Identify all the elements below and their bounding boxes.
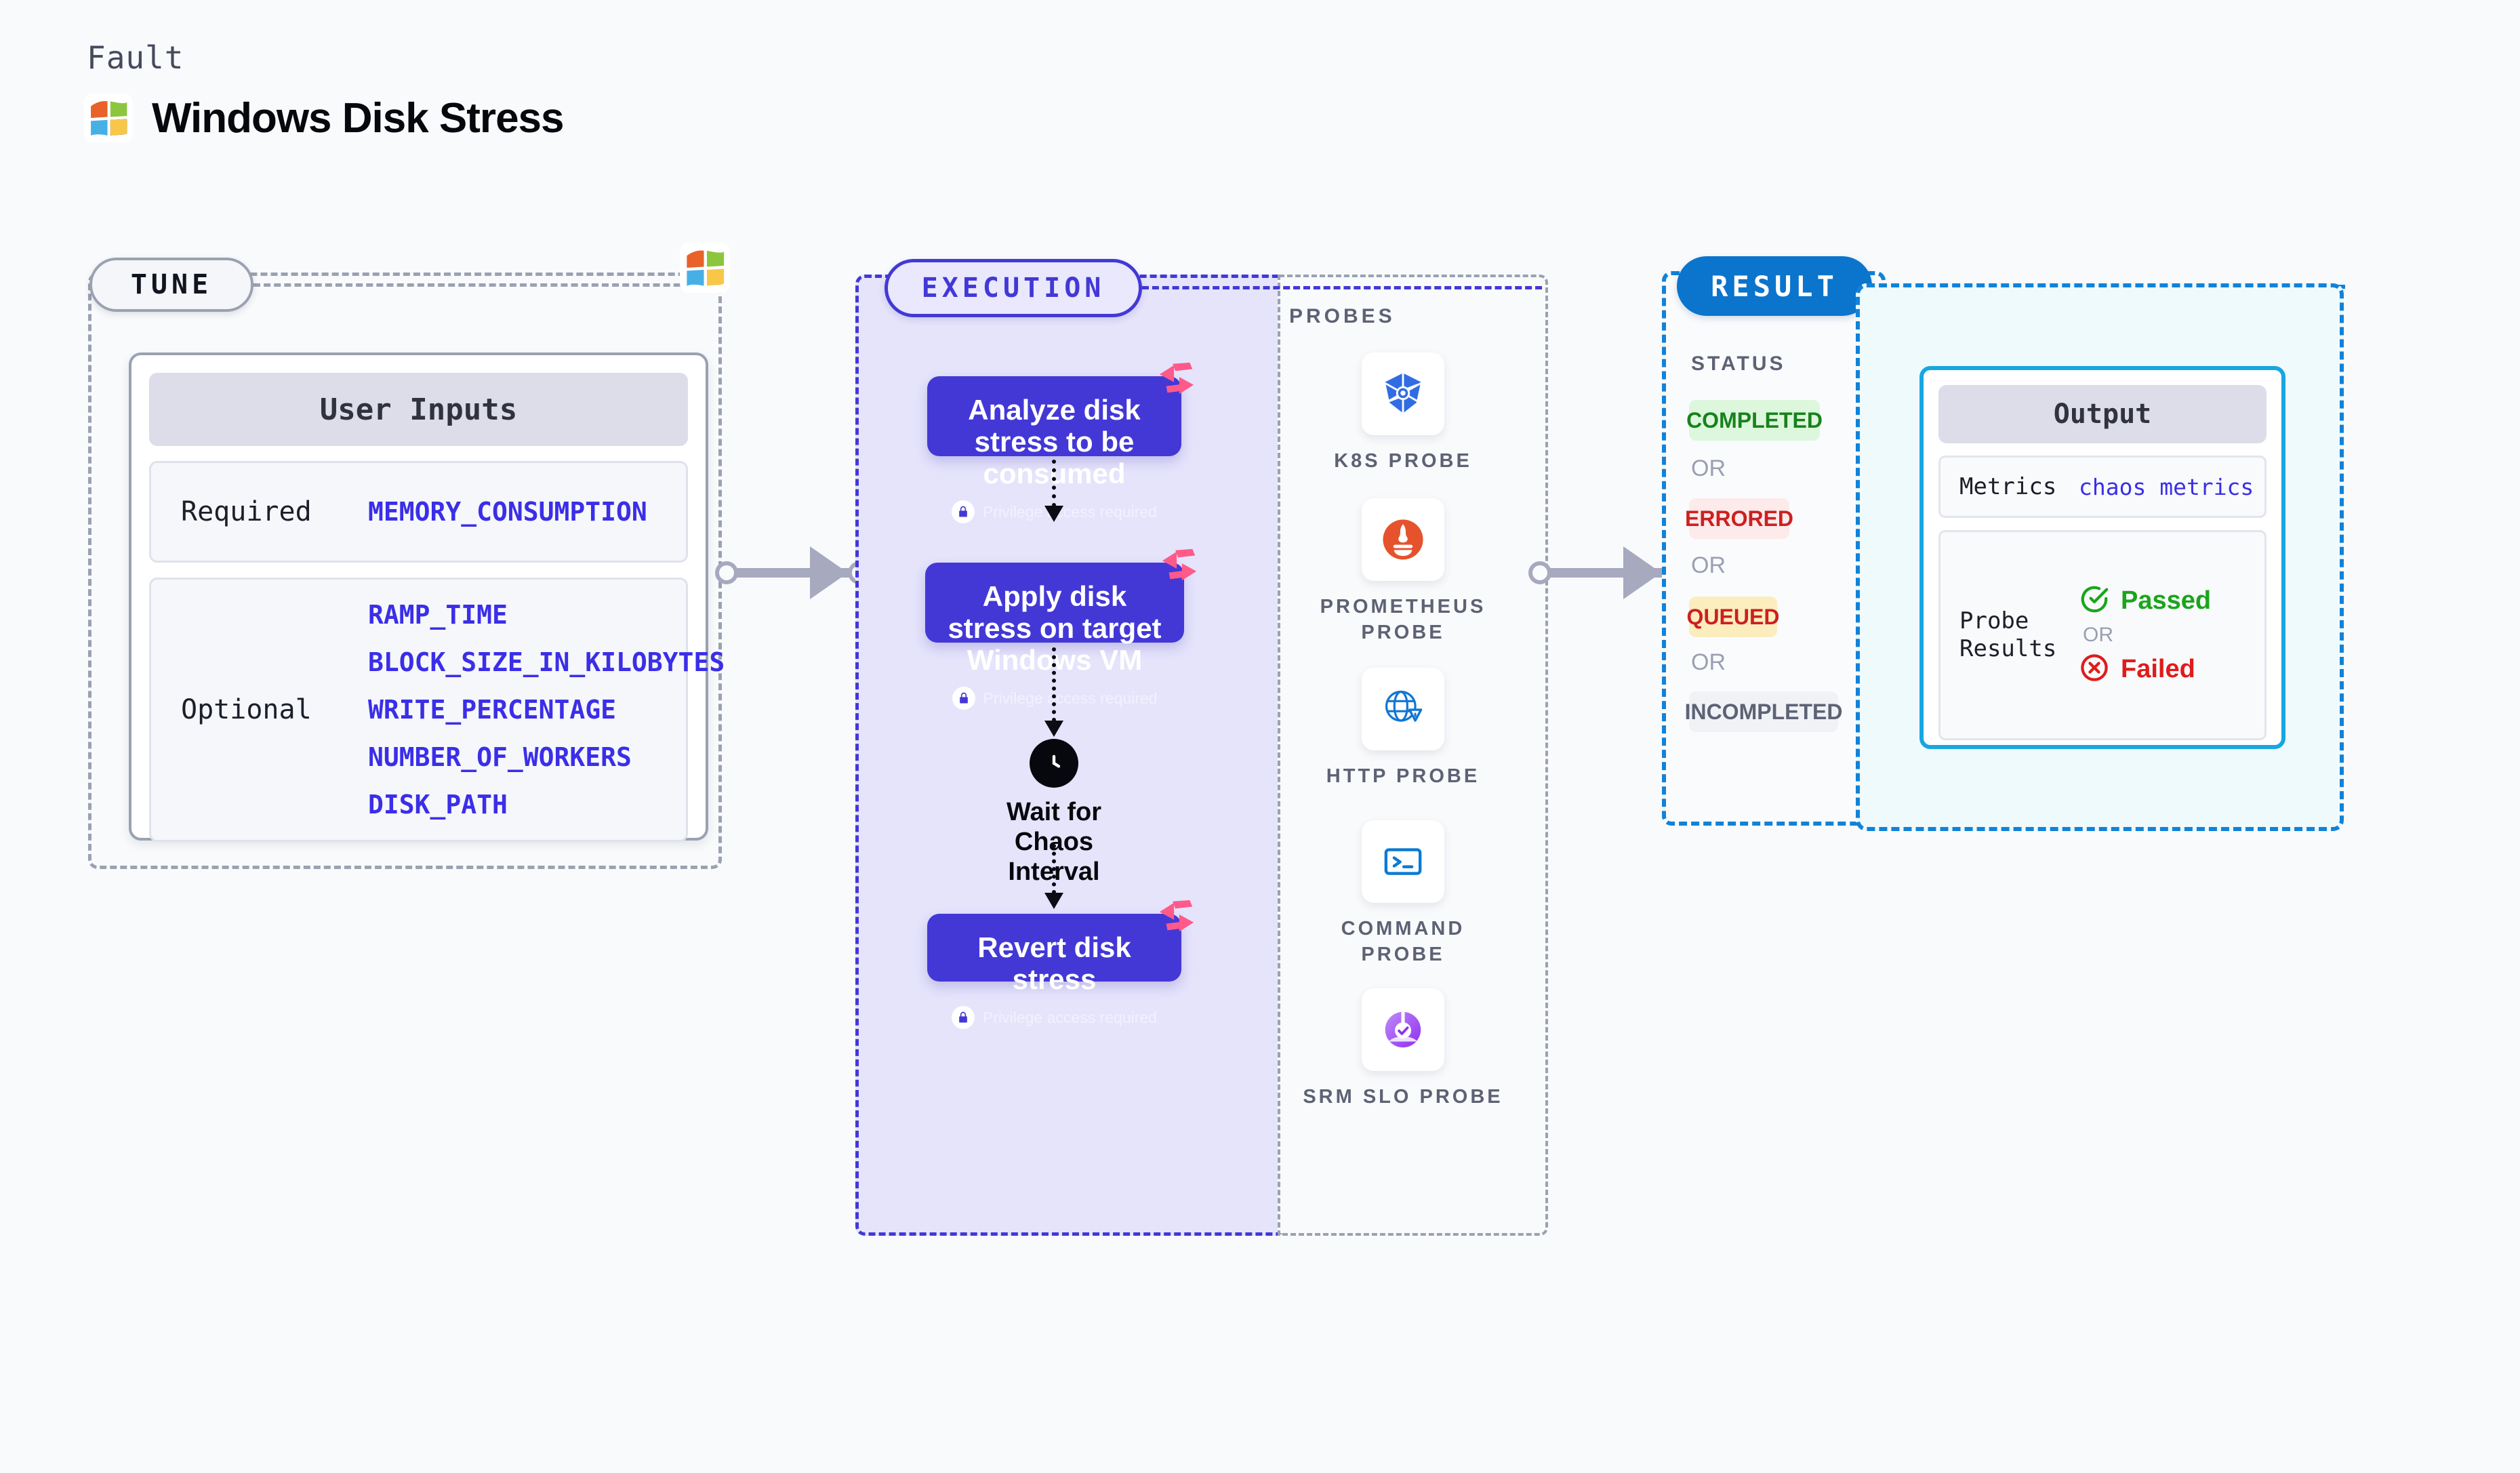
input-row-key: Optional	[181, 694, 312, 725]
probe-result-passed: Passed	[2079, 584, 2211, 618]
lock-icon	[952, 1006, 975, 1030]
status-badge-completed: COMPLETED	[1686, 400, 1823, 441]
passed-label: Passed	[2121, 586, 2212, 615]
or-separator: OR	[1691, 649, 1726, 675]
input-row-optional: Optional RAMP_TIME BLOCK_SIZE_IN_KILOBYT…	[149, 578, 725, 842]
execution-step-card[interactable]: Apply disk stress on target Windows VM P…	[925, 548, 1197, 710]
probe-label: SRM SLO PROBE	[1303, 1086, 1503, 1108]
probes-heading: PROBES	[1289, 305, 1396, 327]
x-circle-icon	[2079, 652, 2110, 687]
tune-stage-badge[interactable]: TUNE	[89, 258, 253, 312]
probe-item-http[interactable]: HTTP PROBE	[1301, 668, 1505, 790]
execution-lead-line	[1142, 286, 1542, 289]
probe-item-k8s[interactable]: K8S PROBE	[1301, 352, 1505, 475]
tune-lead-line	[253, 283, 701, 287]
failed-label: Failed	[2121, 655, 2195, 683]
probe-item-prometheus[interactable]: PROMETHEUS PROBE	[1301, 498, 1505, 645]
status-badge-queued: QUEUED	[1687, 597, 1779, 637]
probe-label: PROMETHEUS PROBE	[1320, 596, 1486, 643]
output-metrics-value[interactable]: chaos metrics	[2079, 473, 2254, 500]
or-separator: OR	[1691, 552, 1726, 578]
input-row-values: RAMP_TIME BLOCK_SIZE_IN_KILOBYTES WRITE_…	[368, 600, 725, 820]
result-stage-badge[interactable]: RESULT	[1677, 256, 1872, 316]
page-title: Windows Disk Stress	[152, 94, 565, 142]
litmus-ribbon-icon	[1160, 546, 1199, 589]
execution-step-card[interactable]: Revert disk stress Privilege access requ…	[927, 900, 1194, 1030]
input-param[interactable]: NUMBER_OF_WORKERS	[368, 742, 632, 772]
output-row-probe-results: Probe Results Passed OR	[1938, 530, 2267, 740]
windows-logo-icon	[84, 94, 133, 142]
flow-arrow	[1044, 647, 1063, 737]
input-row-values: MEMORY_CONSUMPTION	[368, 497, 647, 527]
input-param[interactable]: WRITE_PERCENTAGE	[368, 695, 617, 725]
page-title-row: Windows Disk Stress	[84, 94, 565, 142]
lock-icon	[952, 500, 975, 524]
output-row-key: Probe Results	[1959, 607, 2057, 662]
srm-slo-icon	[1362, 988, 1444, 1071]
step-title: Revert disk stress	[977, 931, 1131, 996]
status-badge-errored: ERRORED	[1685, 498, 1793, 539]
windows-logo-icon-tune	[680, 243, 730, 293]
or-separator: OR	[2083, 624, 2113, 646]
lock-icon	[952, 687, 975, 710]
flow-arrow	[1044, 844, 1063, 909]
terminal-icon	[1362, 820, 1444, 903]
check-circle-icon	[2079, 584, 2110, 618]
user-inputs-title: User Inputs	[149, 373, 688, 446]
step-title: Analyze disk stress to be consumed	[968, 394, 1141, 490]
status-heading: STATUS	[1691, 352, 1786, 375]
connector-tune-to-execution	[715, 542, 872, 603]
step-privilege-note: Privilege access required	[948, 1006, 1161, 1030]
input-row-required: Required MEMORY_CONSUMPTION	[149, 461, 688, 563]
page-eyebrow: Fault	[87, 39, 184, 76]
input-param[interactable]: MEMORY_CONSUMPTION	[368, 497, 647, 527]
input-param[interactable]: DISK_PATH	[368, 790, 508, 820]
step-privilege-note: Privilege access required	[946, 687, 1164, 710]
input-row-key: Required	[181, 496, 312, 527]
input-param[interactable]: RAMP_TIME	[368, 600, 508, 630]
privilege-text: Privilege access required	[983, 1008, 1157, 1026]
user-inputs-card: User Inputs Required MEMORY_CONSUMPTION …	[129, 352, 725, 842]
privilege-text: Privilege access required	[983, 689, 1158, 707]
output-card: Output Metrics chaos metrics Probe Resul…	[1919, 366, 2285, 749]
clock-icon	[1030, 739, 1078, 788]
kubernetes-icon	[1362, 352, 1444, 435]
output-card-title: Output	[1938, 385, 2267, 443]
output-row-metrics: Metrics chaos metrics	[1938, 456, 2267, 518]
probe-label: K8S PROBE	[1334, 450, 1472, 472]
probe-item-command[interactable]: COMMAND PROBE	[1301, 820, 1505, 967]
probe-label: COMMAND PROBE	[1341, 918, 1465, 965]
probe-result-failed: Failed	[2079, 652, 2211, 687]
litmus-ribbon-icon	[1157, 360, 1196, 403]
flow-arrow	[1044, 460, 1063, 522]
probe-label: HTTP PROBE	[1326, 765, 1480, 787]
probe-item-srm-slo[interactable]: SRM SLO PROBE	[1301, 988, 1505, 1110]
output-row-key: Metrics	[1959, 472, 2057, 500]
http-globe-icon	[1362, 668, 1444, 750]
result-panel	[1662, 271, 1886, 826]
step-privilege-note: Privilege access required	[948, 500, 1161, 524]
probe-result-values: Passed OR Failed	[2079, 584, 2211, 687]
litmus-ribbon-icon	[1157, 897, 1196, 940]
or-separator: OR	[1691, 456, 1726, 481]
input-param[interactable]: BLOCK_SIZE_IN_KILOBYTES	[368, 647, 725, 677]
execution-stage-badge[interactable]: EXECUTION	[885, 259, 1142, 317]
privilege-text: Privilege access required	[983, 502, 1157, 521]
status-badge-incompleted: INCOMPLETED	[1685, 691, 1842, 732]
execution-step-card[interactable]: Analyze disk stress to be consumed Privi…	[927, 362, 1194, 524]
prometheus-icon	[1362, 498, 1444, 581]
